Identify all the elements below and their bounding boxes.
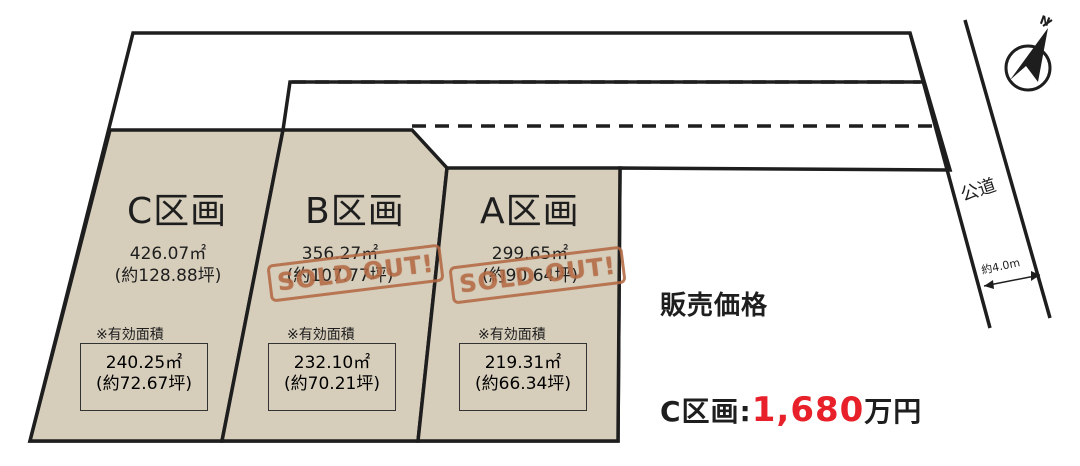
lot-a-shape	[416, 166, 622, 443]
road-edge-left	[908, 32, 992, 329]
lot-b-title: B区画	[305, 191, 405, 232]
price-heading: 販売価格	[660, 291, 769, 321]
lot-c-effective-box: 240.25㎡ (約72.67坪)	[80, 343, 208, 411]
lot-a-title: A区画	[480, 191, 580, 232]
price-amount: 1,680	[751, 390, 865, 430]
arrow-head-right	[1031, 271, 1040, 281]
price-unit: 万円	[864, 395, 923, 428]
lot-b-effective-tsubo: (約70.21坪)	[284, 374, 380, 394]
lot-c-area-sqm: 426.07㎡	[129, 244, 207, 264]
lot-a-effective-sqm: 219.31㎡	[484, 353, 562, 373]
lot-b-effective-sqm: 232.10㎡	[293, 353, 371, 373]
north-arrow-icon	[1004, 19, 1053, 92]
price-lot-label: C区画:	[660, 395, 752, 428]
lot-a-effective-tsubo: (約66.34坪)	[475, 374, 571, 394]
lot-c-effective-label: ※有効面積	[96, 327, 164, 343]
lot-c-area: 426.07㎡ (約128.88坪)	[98, 243, 238, 287]
price-line: C区画:1,680万円	[660, 390, 922, 430]
lot-b-area-tsubo: (約107.77坪)	[286, 266, 394, 286]
lot-c-area-tsubo: (約128.88坪)	[114, 266, 222, 286]
lot-c-effective-tsubo: (約72.67坪)	[96, 374, 192, 394]
lot-c-title: C区画	[127, 191, 228, 232]
lot-a-area-sqm: 299.65㎡	[491, 244, 569, 264]
lot-a-effective-label: ※有効面積	[478, 327, 546, 343]
lot-a-area-tsubo: (約90.64坪)	[482, 266, 578, 286]
lot-a-effective-box: 219.31㎡ (約66.34坪)	[459, 343, 587, 411]
lot-b-effective-box: 232.10㎡ (約70.21坪)	[268, 343, 396, 411]
lot-c-effective-sqm: 240.25㎡	[105, 353, 183, 373]
road-edge-inner	[963, 19, 1052, 319]
lot-b-area-sqm: 356.27㎡	[301, 244, 379, 264]
lot-b-area: 356.27㎡ (約107.77坪)	[270, 243, 410, 287]
lot-a-area: 299.65㎡ (約90.64坪)	[460, 243, 600, 287]
arrow-head-left	[984, 280, 994, 289]
lot-b-effective-label: ※有効面積	[287, 327, 355, 343]
